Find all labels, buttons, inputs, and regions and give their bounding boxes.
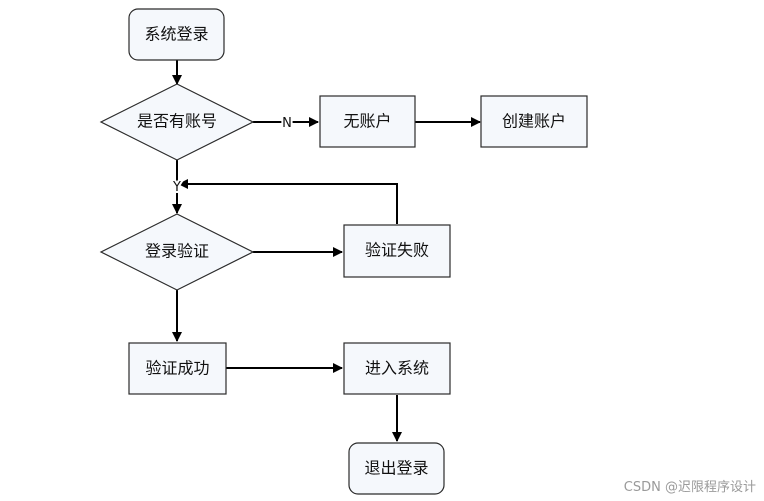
node-enter-system-label: 进入系统 xyxy=(365,359,429,378)
edges xyxy=(172,60,481,442)
node-logout-shape xyxy=(348,442,445,495)
node-logout-label: 退出登录 xyxy=(364,459,428,478)
node-verify: 登录验证 xyxy=(99,213,255,291)
node-verify-fail-shape xyxy=(343,224,451,278)
node-verify-success: 验证成功 xyxy=(128,342,227,395)
node-has-account-label: 是否有账号 xyxy=(137,112,217,131)
edge-fail-loop-back xyxy=(178,179,398,224)
node-no-account-label: 无账户 xyxy=(343,112,391,131)
node-verify-label: 登录验证 xyxy=(145,242,209,261)
node-start-shape xyxy=(128,8,225,61)
node-verify-shape xyxy=(99,213,255,291)
node-start-label: 系统登录 xyxy=(144,25,208,44)
node-no-account: 无账户 xyxy=(319,95,416,148)
node-enter-system: 进入系统 xyxy=(343,342,451,395)
node-verify-fail-label: 验证失败 xyxy=(365,241,429,260)
node-create-account-shape xyxy=(480,95,588,148)
edge-label-yes: Y xyxy=(172,180,181,195)
node-create-account-label: 创建账户 xyxy=(502,112,566,131)
watermark: CSDN @迟限程序设计 xyxy=(623,480,756,495)
node-has-account: 是否有账号 xyxy=(99,83,255,161)
node-no-account-shape xyxy=(319,95,416,148)
node-create-account: 创建账户 xyxy=(480,95,588,148)
node-verify-fail: 验证失败 xyxy=(343,224,451,278)
edge-label-no: N xyxy=(282,116,292,131)
node-has-account-shape xyxy=(99,83,255,161)
node-enter-system-shape xyxy=(343,342,451,395)
node-verify-success-label: 验证成功 xyxy=(145,359,209,378)
node-verify-success-shape xyxy=(128,342,227,395)
node-start: 系统登录 xyxy=(128,8,225,61)
node-logout: 退出登录 xyxy=(348,442,445,495)
